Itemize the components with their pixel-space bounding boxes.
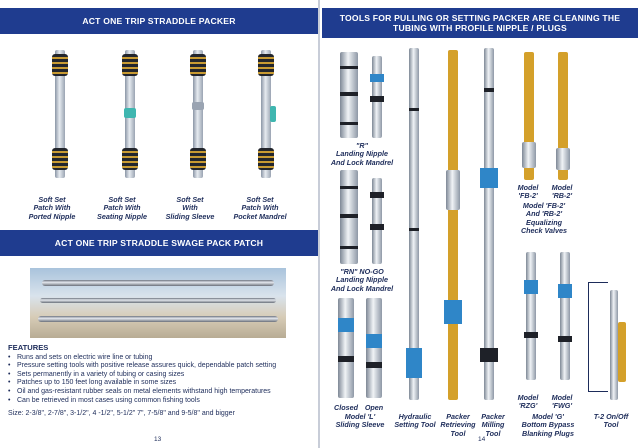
swage-patch-photo bbox=[30, 268, 286, 338]
features-title: FEATURES bbox=[8, 343, 49, 352]
list-item: Sets permanently in a variety of tubing … bbox=[8, 371, 312, 380]
caption-open: Open bbox=[364, 403, 384, 412]
list-item: Pressure setting tools with positive rel… bbox=[8, 362, 312, 371]
page-number-14: 14 bbox=[478, 436, 486, 443]
caption-ported-nipple: Soft Set Patch With Ported Nipple bbox=[28, 195, 76, 221]
tool-seating-nipple bbox=[122, 50, 138, 178]
caption-rb2: Model 'RB-2' bbox=[551, 183, 573, 201]
caption-fb2: Model 'FB-2' bbox=[517, 183, 539, 201]
size-line: Size: 2-3/8", 2-7/8", 3-1/2", 4 -1/2", 5… bbox=[8, 410, 235, 417]
list-item: Oil and gas-resistant rubber seals on me… bbox=[8, 388, 312, 397]
features-section: FEATURES Runs and sets on electric wire … bbox=[8, 343, 312, 406]
r-landing-nipple bbox=[340, 52, 358, 138]
page-number-13: 13 bbox=[154, 436, 162, 443]
caption-seating-nipple: Soft Set Patch With Seating Nipple bbox=[97, 195, 147, 221]
fwg-blanking-plug bbox=[558, 252, 572, 380]
caption-packer-milling-tool: Packer Milling Tool bbox=[481, 412, 505, 438]
straddle-packer-banner: ACT ONE TRIP STRADDLE PACKER bbox=[0, 8, 318, 34]
packer-retrieving-tool bbox=[444, 50, 462, 400]
list-item: Patches up to 150 feet long available in… bbox=[8, 379, 312, 388]
rn-lock-mandrel bbox=[370, 178, 384, 264]
hydraulic-setting-tool bbox=[406, 48, 422, 400]
tool-ported-nipple bbox=[52, 50, 68, 178]
caption-packer-retrieving-tool: Packer Retrieving Tool bbox=[440, 412, 476, 438]
caption-pocket-mandrel: Soft Set Patch With Pocket Mandrel bbox=[233, 195, 287, 221]
caption-model-l-sliding-sleeve: Model 'L' Sliding Sleeve bbox=[335, 412, 385, 430]
caption-t2-on-off-tool: T-2 On/Off Tool bbox=[593, 412, 629, 430]
caption-sliding-sleeve: Soft Set With Sliding Sleeve bbox=[165, 195, 215, 221]
caption-hydraulic-setting-tool: Hydraulic Setting Tool bbox=[394, 412, 436, 430]
sliding-sleeve-open bbox=[366, 298, 382, 398]
rb2-check-valve bbox=[556, 52, 570, 180]
caption-model-g-blanking-plugs: Model 'G' Bottom Bypass Blanking Plugs bbox=[521, 412, 575, 438]
caption-equalizing-check-valves: Model 'FB-2' And 'RB-2' Equalizing Check… bbox=[520, 201, 568, 236]
list-item: Can be retrieved in most cases using com… bbox=[8, 397, 312, 406]
list-item: Runs and sets on electric wire line or t… bbox=[8, 354, 312, 363]
pulling-tools-banner: TOOLS FOR PULLING OR SETTING PACKER ARE … bbox=[322, 8, 638, 38]
rzg-blanking-plug bbox=[524, 252, 538, 380]
packer-milling-tool bbox=[480, 48, 498, 400]
left-page: ACT ONE TRIP STRADDLE PACKER bbox=[0, 0, 319, 448]
sliding-sleeve-closed bbox=[338, 298, 354, 398]
fb2-check-valve bbox=[522, 52, 536, 180]
right-page: TOOLS FOR PULLING OR SETTING PACKER ARE … bbox=[320, 0, 638, 448]
caption-rzg: Model 'RZG' bbox=[517, 393, 539, 411]
page-spine bbox=[318, 0, 320, 448]
caption-r-landing-nipple: "R" Landing Nipple And Lock Mandrel bbox=[330, 141, 394, 167]
tool-sliding-sleeve bbox=[190, 50, 206, 178]
tool-pocket-mandrel bbox=[258, 50, 276, 178]
rn-landing-nipple bbox=[340, 170, 358, 264]
caption-fwg: Model 'FWG' bbox=[551, 393, 573, 411]
t2-on-off-tool bbox=[588, 282, 628, 402]
straddle-packer-tools bbox=[10, 50, 310, 180]
r-lock-mandrel bbox=[370, 56, 384, 138]
swage-patch-banner: ACT ONE TRIP STRADDLE SWAGE PACK PATCH bbox=[0, 230, 318, 256]
caption-closed: Closed bbox=[334, 403, 358, 412]
features-list: Runs and sets on electric wire line or t… bbox=[8, 354, 312, 406]
caption-rn-landing-nipple: "RN" NO-GO Landing Nipple And Lock Mandr… bbox=[330, 267, 394, 293]
